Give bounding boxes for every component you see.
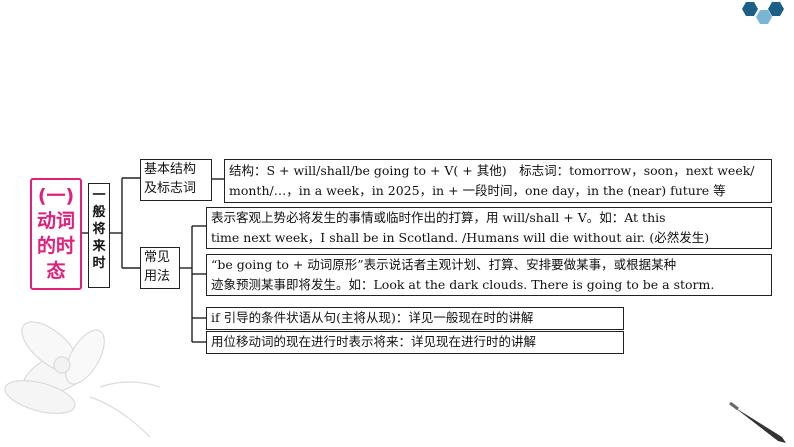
hexagon-logo-icon xyxy=(742,2,784,24)
tense-name-box: 一 般 将 来 时 xyxy=(88,183,110,288)
structure-label-box: 基本结构 及标志词 xyxy=(140,159,212,201)
usage-item-line: 表示客观上势必将发生的事情或临时作出的打算，用 will/shall + V。如… xyxy=(211,210,666,225)
usage-item-line: 用位移动词的现在进行时表示将来：详见现在进行时的讲解 xyxy=(211,334,537,349)
structure-content-line1: 结构：S + will/shall/be going to + V( + 其他)… xyxy=(229,163,755,178)
usage-item-box: 用位移动词的现在进行时表示将来：详见现在进行时的讲解 xyxy=(206,331,624,354)
topic-title-line2: 动词 xyxy=(36,210,75,232)
topic-title-line3: 的时 xyxy=(36,235,75,257)
usage-item-line: 迹象预测某事即将发生。如：Look at the dark clouds. Th… xyxy=(211,277,715,292)
brush-decoration-icon xyxy=(729,401,786,443)
tense-char: 来 xyxy=(92,239,106,254)
usage-item-box: “be going to + 动词原形”表示说话者主观计划、打算、安排要做某事，… xyxy=(206,254,772,296)
flower-decoration-icon xyxy=(4,321,161,438)
usage-label-line2: 用法 xyxy=(144,269,171,284)
usage-label-line1: 常见 xyxy=(144,250,171,265)
usage-item-line: time next week，I shall be in Scotland. /… xyxy=(211,230,710,245)
tense-char: 一 xyxy=(92,188,106,203)
tense-char: 将 xyxy=(92,222,106,237)
usage-item-line: “be going to + 动词原形”表示说话者主观计划、打算、安排要做某事，… xyxy=(211,257,677,272)
structure-content-box: 结构：S + will/shall/be going to + V( + 其他)… xyxy=(224,159,772,203)
topic-title-box: (一) 动词 的时 态 xyxy=(30,178,82,290)
usage-item-line: if 引导的条件状语从句(主将从现)：详见一般现在时的讲解 xyxy=(211,310,534,325)
tense-char: 般 xyxy=(92,205,106,220)
topic-title-line4: 态 xyxy=(46,260,66,282)
usage-item-box: 表示客观上势必将发生的事情或临时作出的打算，用 will/shall + V。如… xyxy=(206,207,772,249)
structure-label-line2: 及标志词 xyxy=(144,181,197,196)
structure-content-line2: month/…，in a week，in 2025，in + 一段时间，one … xyxy=(229,183,726,198)
usage-item-box: if 引导的条件状语从句(主将从现)：详见一般现在时的讲解 xyxy=(206,307,624,330)
tense-char: 时 xyxy=(92,256,106,271)
structure-label-line1: 基本结构 xyxy=(144,162,197,177)
topic-title-line1: (一) xyxy=(37,185,75,207)
usage-label-box: 常见 用法 xyxy=(140,247,180,289)
